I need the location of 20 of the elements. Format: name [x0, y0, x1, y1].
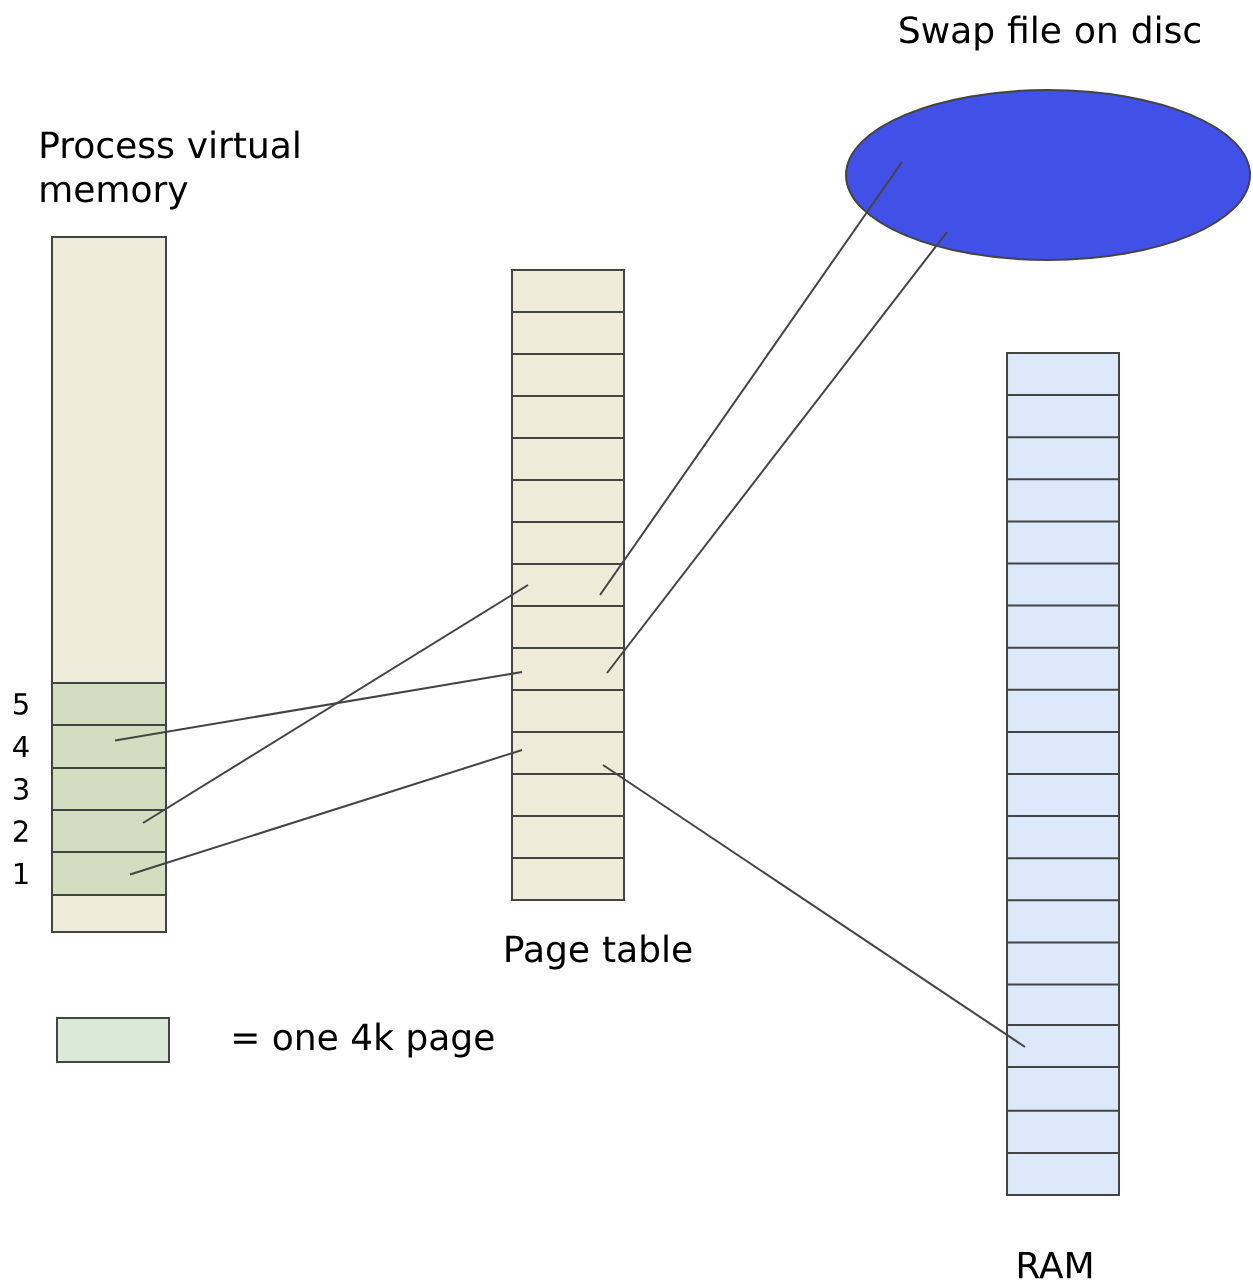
connector-line	[602, 764, 1026, 1048]
column-label: Process virtual memory	[41, 130, 299, 210]
memory-page	[511, 563, 625, 607]
connector-line	[129, 749, 523, 876]
connector-line	[114, 671, 523, 742]
page-number: 5	[14, 693, 28, 715]
legend-text: = one 4k page	[234, 1022, 494, 1058]
column-label: Page table	[506, 934, 692, 970]
memory-page	[511, 647, 625, 691]
memory-page	[511, 731, 625, 775]
column-label: Swap file on disc	[900, 15, 1200, 51]
connector-line	[142, 584, 529, 824]
page-number: 2	[13, 820, 28, 842]
page-number: 3	[14, 778, 28, 800]
memory-page	[1006, 1024, 1120, 1068]
column-label: RAM	[1018, 1251, 1092, 1279]
connector-line	[606, 231, 948, 674]
page-number: 4	[13, 735, 29, 758]
connector-line	[599, 161, 903, 596]
page-number: 1	[14, 862, 28, 885]
